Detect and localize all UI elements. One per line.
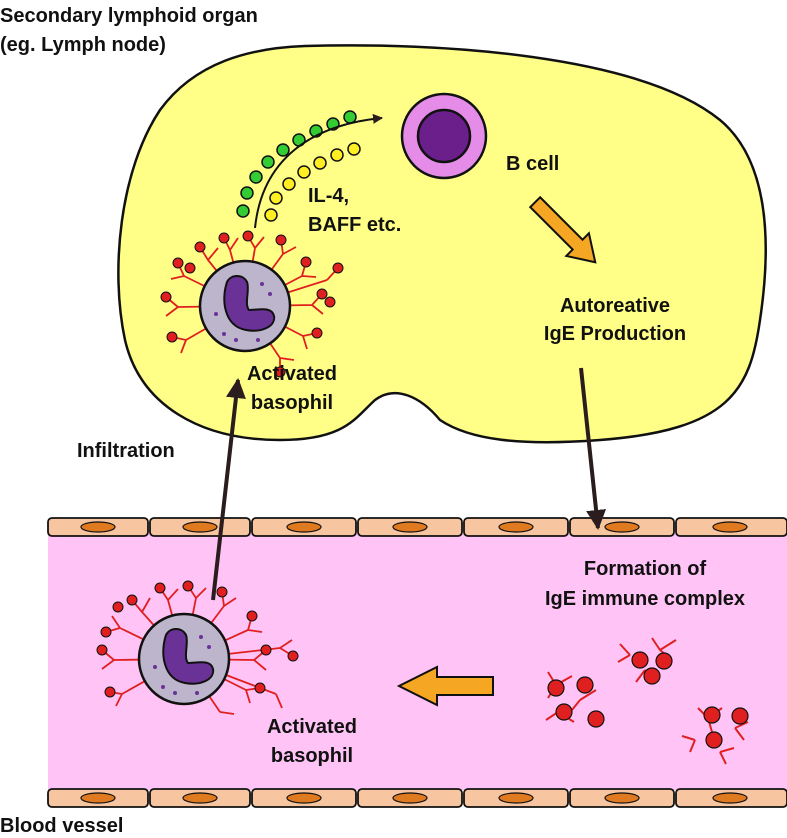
basophil-top-label-line2: basophil	[250, 392, 334, 414]
production-arrow	[528, 195, 597, 264]
basophil-top	[160, 230, 344, 378]
organ-title: Secondary lymphoid organ	[0, 5, 258, 27]
organ-subtitle: (eg. Lymph node)	[0, 34, 166, 56]
complex-label-line2: IgE immune complex	[544, 588, 746, 610]
cytokine-arrow	[254, 113, 383, 229]
ige-immune-complexes	[545, 637, 749, 765]
basophil-bottom-label-line2: basophil	[270, 745, 354, 767]
vessel-wall-top	[47, 517, 787, 537]
activation-arrow	[396, 665, 494, 707]
basophil-bottom-label-line1: Activated	[266, 716, 358, 738]
production-to-complex-arrow	[579, 367, 607, 530]
basophil-bottom	[96, 580, 299, 715]
basophil-top-label-line1: Activated	[246, 363, 338, 385]
complex-label-line1: Formation of	[583, 558, 707, 580]
b-cell-label: B cell	[506, 153, 560, 175]
cytokine-label-line1: IL-4,	[308, 185, 350, 207]
production-label-line1: Autoreative	[559, 295, 671, 317]
infiltration-label: Infiltration	[77, 440, 175, 462]
cytokine-label-line2: BAFF etc.	[308, 214, 402, 236]
vessel-wall-bottom	[47, 788, 787, 808]
infiltration-arrow	[211, 378, 246, 601]
cytokine-dots-yellow	[264, 142, 361, 222]
blood-vessel-label: Blood vessel	[0, 815, 124, 837]
b-cell	[400, 92, 488, 180]
production-label-line2: IgE Production	[543, 323, 687, 345]
